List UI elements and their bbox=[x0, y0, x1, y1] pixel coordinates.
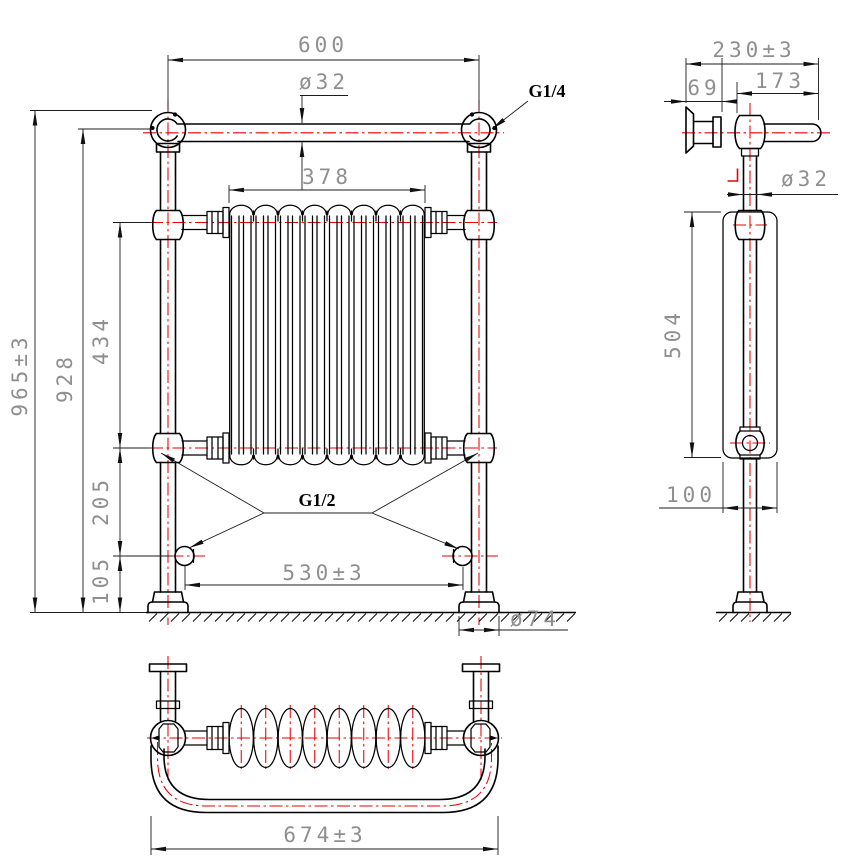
bottom-radiator-sections bbox=[228, 707, 426, 769]
dim-foot-diameter: ø74 bbox=[510, 607, 560, 631]
bottom-left-post bbox=[149, 719, 187, 757]
side-object-lines bbox=[685, 106, 822, 614]
flange-screws bbox=[150, 112, 497, 131]
floor-hatching bbox=[148, 613, 576, 622]
dim-overall-depth: 230±3 bbox=[712, 38, 795, 62]
side-red-mark bbox=[727, 168, 739, 182]
left-post bbox=[159, 151, 177, 593]
side-foot bbox=[732, 591, 768, 614]
dim-valve-floor-offset: 105 bbox=[89, 555, 113, 605]
bottom-view: 674±3 bbox=[147, 656, 502, 855]
bottom-section-arrows bbox=[151, 735, 498, 741]
dim-panel-height: 504 bbox=[661, 309, 685, 359]
side-post bbox=[742, 155, 758, 593]
side-rail bbox=[763, 123, 822, 143]
bottom-left-bracket bbox=[148, 663, 188, 723]
dim-overall-height: 965±3 bbox=[8, 333, 32, 416]
bottom-right-bracket bbox=[461, 663, 501, 723]
dim-valve-center-height: 205 bbox=[89, 476, 113, 526]
label-bottom-connection: G1/2 bbox=[298, 490, 335, 510]
dim-wall-to-post: 69 bbox=[687, 76, 720, 100]
right-foot bbox=[458, 591, 500, 614]
label-top-connection: G1/4 bbox=[528, 81, 565, 101]
dim-post-diameter: ø32 bbox=[781, 167, 831, 191]
dim-rail-diameter: ø32 bbox=[299, 70, 349, 94]
side-dimension-lines bbox=[659, 58, 838, 513]
towel-bow bbox=[150, 745, 499, 814]
bottom-right-post bbox=[462, 719, 500, 757]
dim-rail-center-height: 928 bbox=[53, 353, 77, 403]
front-object-lines bbox=[147, 111, 500, 614]
wall-bracket bbox=[685, 106, 722, 154]
bottom-object-lines bbox=[148, 663, 501, 814]
dim-valve-spacing: 530±3 bbox=[282, 561, 365, 585]
bottom-dimension-lines bbox=[150, 816, 499, 855]
side-floor-hatching bbox=[718, 613, 792, 622]
right-wall-flange bbox=[460, 111, 498, 149]
radiator-core bbox=[229, 204, 425, 216]
top-rail bbox=[177, 123, 470, 143]
dim-panel-depth: 100 bbox=[666, 483, 716, 507]
left-foot bbox=[147, 591, 189, 614]
dim-overall-width: 674±3 bbox=[283, 823, 366, 847]
dim-post-to-rail-end: 173 bbox=[755, 69, 805, 93]
dim-radiator-width: 378 bbox=[302, 165, 352, 189]
radiator-panel-side bbox=[722, 211, 778, 459]
side-bottom-joint bbox=[735, 426, 765, 460]
front-view: 600 ø32 378 965±3 928 434 205 105 530±3 … bbox=[8, 33, 576, 636]
side-view: 230±3 69 173 ø32 504 100 bbox=[659, 38, 838, 622]
bottom-centerlines bbox=[147, 656, 502, 807]
right-post bbox=[470, 151, 488, 593]
front-dimension-lines bbox=[30, 55, 568, 636]
left-wall-flange bbox=[149, 111, 187, 149]
dim-radiator-height: 434 bbox=[89, 315, 113, 365]
dim-rail-length: 600 bbox=[298, 33, 348, 57]
